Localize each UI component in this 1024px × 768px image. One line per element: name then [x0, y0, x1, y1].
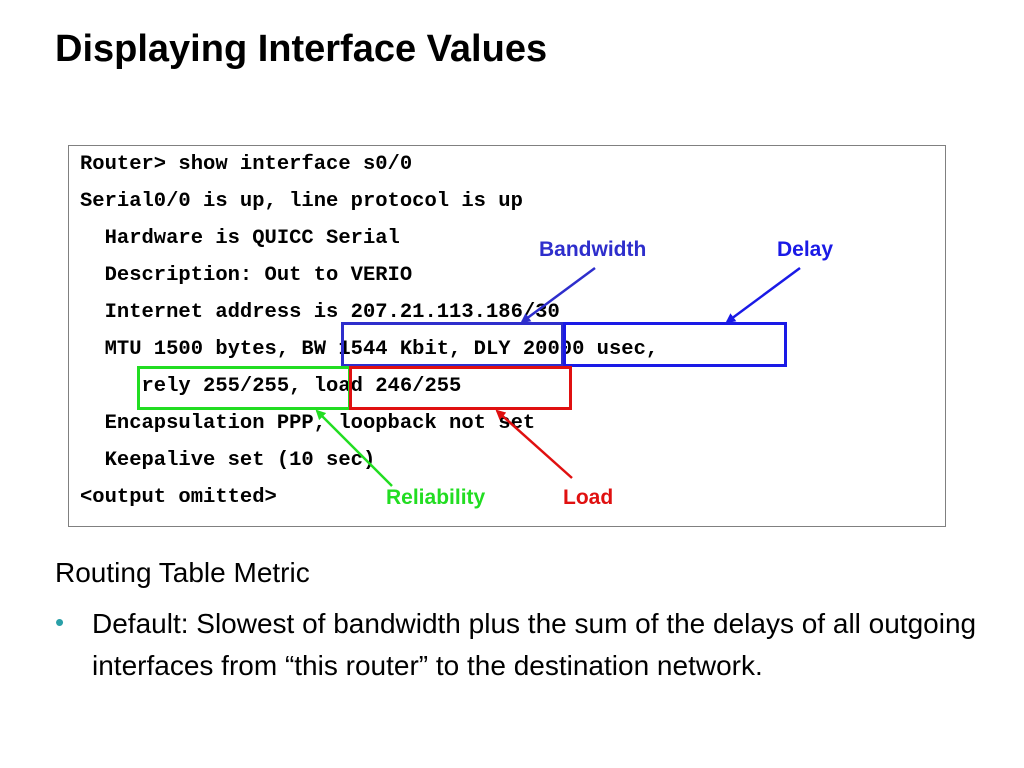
bullet-text: Default: Slowest of bandwidth plus the s… [92, 608, 977, 681]
delay-callout: Delay [777, 238, 834, 261]
console-line: Description: Out to VERIO [80, 264, 413, 287]
reliability-highlight-box [137, 366, 351, 410]
bandwidth-callout: Bandwidth [539, 238, 647, 261]
load-callout: Load [563, 486, 614, 509]
console-line: Keepalive set (10 sec) [80, 449, 376, 472]
console-line: Internet address is 207.21.113.186/30 [80, 301, 560, 324]
slide-title: Displaying Interface Values [55, 28, 548, 70]
delay-highlight-box [563, 322, 787, 367]
console-line: <output omitted> [80, 486, 277, 509]
console-line: MTU 1500 bytes, BW 1544 Kbit, DLY 20000 … [80, 338, 659, 361]
load-highlight-box [349, 366, 572, 410]
console-line: Encapsulation PPP, loopback not set [80, 412, 536, 435]
section-subheading: Routing Table Metric [55, 557, 310, 588]
reliability-callout: Reliability [386, 486, 486, 509]
bandwidth-highlight-box [341, 322, 564, 367]
console-line: Router> show interface s0/0 [80, 153, 413, 176]
console-line: Serial0/0 is up, line protocol is up [80, 190, 523, 213]
bullet-icon: • [55, 607, 65, 637]
console-line: Hardware is QUICC Serial [80, 227, 400, 250]
